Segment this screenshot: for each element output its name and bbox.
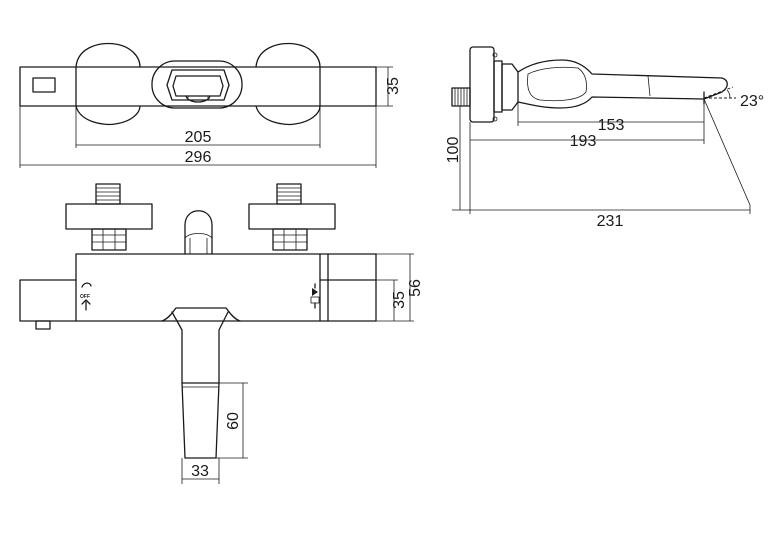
- dim-handle-span: 205: [185, 129, 212, 146]
- dim-spout-length: 60: [225, 412, 242, 430]
- center-top-outlet: [184, 210, 213, 255]
- center-outlet-oval: [151, 60, 243, 109]
- spout-front: [161, 307, 241, 459]
- front-body: [75, 253, 321, 322]
- top-body: [19, 66, 377, 107]
- left-bottom-stub: [35, 320, 51, 330]
- right-handle-disc: [255, 42, 321, 126]
- dim-spout-angle: 23°: [740, 93, 764, 110]
- outlet-icon: [32, 77, 56, 93]
- dim-body-length: 296: [185, 149, 212, 166]
- dim-front-total: 56: [407, 279, 424, 297]
- left-handle-disc: [75, 42, 141, 126]
- dim-spout-width: 33: [191, 463, 209, 480]
- dim-side-height: 100: [445, 137, 462, 164]
- side-view: 23° 100 153 193 231: [445, 46, 764, 230]
- dim-side-inner: 153: [598, 117, 625, 134]
- dim-side-mid: 193: [570, 133, 597, 150]
- wall-flange: [469, 46, 495, 123]
- spout-side: [517, 59, 728, 109]
- dim-side-total: 231: [597, 213, 624, 230]
- left-inlet: [65, 183, 153, 251]
- right-inlet: [248, 183, 336, 251]
- front-view: OFF 35 56 60 33: [19, 183, 424, 484]
- arrow-icon: [312, 288, 318, 296]
- dim-top-height: 35: [385, 77, 402, 95]
- dim-front-inner: 35: [391, 291, 408, 309]
- top-view: 35 205 296: [19, 42, 402, 168]
- off-mark: OFF: [80, 294, 90, 300]
